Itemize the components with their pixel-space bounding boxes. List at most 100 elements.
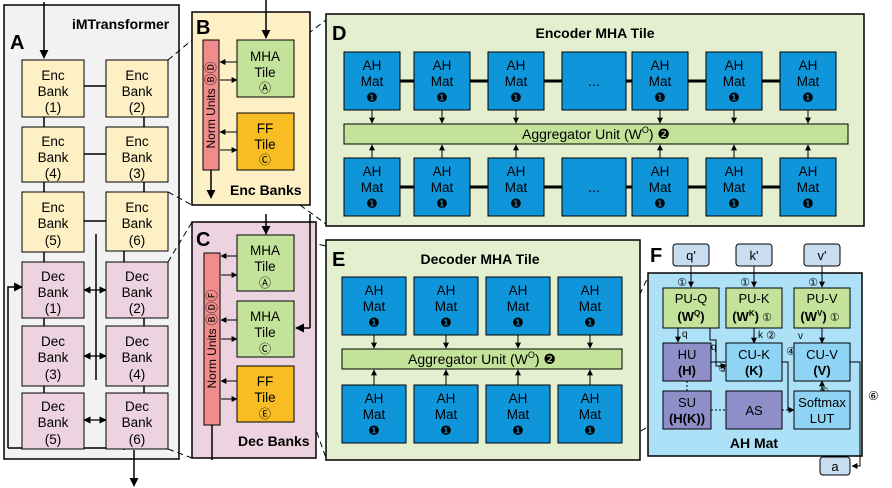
- svg-text:❶: ❶: [802, 196, 814, 211]
- svg-text:Dec: Dec: [41, 399, 65, 414]
- svg-text:(5): (5): [45, 432, 62, 447]
- svg-text:❶: ❶: [440, 423, 452, 438]
- svg-text:(3): (3): [129, 166, 146, 181]
- mha-tile-label: MHA: [250, 49, 280, 64]
- panel-e: E Decoder MHA Tile Aggregator Unit (WO) …: [325, 239, 641, 461]
- ff-tile-marker: Ⓔ: [259, 407, 271, 421]
- svg-text:Mat: Mat: [579, 299, 602, 314]
- marker-4: ④: [786, 346, 796, 358]
- svg-text:AH: AH: [437, 283, 456, 298]
- svg-text:❶: ❶: [510, 196, 522, 211]
- cu-k: [725, 342, 783, 382]
- mha-tile-marker: Ⓒ: [259, 342, 271, 356]
- svg-text:(3): (3): [45, 367, 62, 382]
- mha-tile: [236, 300, 295, 358]
- svg-text:Dec: Dec: [125, 269, 149, 284]
- hu-label: HU: [678, 347, 697, 362]
- mha-tile-marker: Ⓐ: [259, 81, 271, 95]
- wire-label-v: v: [798, 331, 803, 342]
- svg-text:Mat: Mat: [797, 74, 820, 89]
- svg-text:❶: ❶: [802, 90, 814, 105]
- pu-q-weight: (WQ): [677, 309, 704, 324]
- cu-k-label: (K): [745, 363, 763, 378]
- su-unit: [662, 390, 712, 430]
- svg-text:...: ...: [588, 73, 600, 89]
- svg-text:Dec: Dec: [41, 269, 65, 284]
- mha-tile-label: MHA: [250, 309, 280, 324]
- svg-text:Enc: Enc: [125, 134, 149, 149]
- svg-text:Mat: Mat: [505, 74, 528, 89]
- svg-text:AH: AH: [581, 391, 600, 406]
- cu-v: [793, 342, 851, 382]
- svg-text:Bank: Bank: [38, 350, 69, 365]
- svg-text:❶: ❶: [436, 196, 448, 211]
- dec-bank: Dec Bank (1): [21, 261, 85, 319]
- cu-v-label: CU-V: [806, 347, 838, 362]
- svg-text:❶: ❶: [654, 196, 666, 211]
- svg-text:AH: AH: [651, 58, 670, 73]
- svg-text:Mat: Mat: [797, 180, 820, 195]
- panel-c: C Norm UnitsⒷⒹⒻ MHA Tile Ⓐ MHA Tile Ⓒ FF…: [191, 214, 317, 460]
- mha-tile-marker: Ⓐ: [259, 276, 271, 290]
- svg-text:AH: AH: [507, 58, 526, 73]
- panel-f-letter: F: [650, 245, 662, 267]
- svg-text:❶: ❶: [440, 315, 452, 330]
- svg-text:AH: AH: [509, 391, 528, 406]
- panel-c-letter: C: [196, 229, 210, 251]
- svg-text:Dec: Dec: [125, 334, 149, 349]
- panel-a-title: iMTransformer: [72, 16, 170, 32]
- svg-text:(2): (2): [129, 100, 146, 115]
- ff-tile-marker: Ⓒ: [259, 153, 271, 167]
- svg-text:Dec: Dec: [125, 399, 149, 414]
- panel-d-letter: D: [332, 23, 346, 45]
- svg-text:Dec: Dec: [41, 334, 65, 349]
- hu-label: (H): [678, 363, 696, 378]
- svg-text:AH: AH: [799, 58, 818, 73]
- marker-1: ①: [740, 277, 750, 289]
- svg-text:❶: ❶: [654, 90, 666, 105]
- dec-bank: Dec Bank (2): [105, 261, 169, 319]
- input-q-label: q': [686, 248, 696, 263]
- svg-text:(4): (4): [45, 166, 62, 181]
- ff-tile: [236, 112, 295, 171]
- svg-text:❶: ❶: [728, 90, 740, 105]
- ah-mat-ellipsis: ...: [561, 157, 627, 217]
- svg-text:AH: AH: [725, 58, 744, 73]
- svg-text:AH: AH: [363, 58, 382, 73]
- marker-1: ①: [808, 277, 818, 289]
- svg-text:Enc: Enc: [41, 68, 65, 83]
- svg-text:(6): (6): [129, 233, 146, 248]
- panel-c-caption: Dec Banks: [238, 433, 310, 449]
- svg-text:AH: AH: [799, 164, 818, 179]
- svg-text:Bank: Bank: [38, 285, 69, 300]
- svg-text:Mat: Mat: [507, 407, 530, 422]
- svg-text:(6): (6): [129, 432, 146, 447]
- enc-bank: Enc Bank (1): [21, 59, 85, 118]
- svg-text:❶: ❶: [584, 423, 596, 438]
- dec-bank: Dec Bank (4): [105, 325, 169, 387]
- softmax-lut: [793, 390, 851, 430]
- output-a-label: a: [831, 459, 839, 474]
- svg-text:Mat: Mat: [505, 180, 528, 195]
- wire-output: [850, 361, 861, 469]
- pu-v-label: PU-V: [806, 291, 837, 306]
- svg-text:Mat: Mat: [723, 180, 746, 195]
- svg-text:❶: ❶: [366, 90, 378, 105]
- panel-d: D Encoder MHA Tile Aggregator Unit (WO) …: [325, 13, 865, 227]
- svg-text:Mat: Mat: [723, 74, 746, 89]
- ff-tile: [236, 365, 295, 423]
- aggregator-unit: [343, 123, 849, 145]
- dec-bank: Dec Bank (5): [21, 392, 85, 450]
- svg-text:(4): (4): [129, 367, 146, 382]
- softmax-label: LUT: [810, 411, 835, 426]
- panel-b-caption: Enc Banks: [230, 182, 302, 198]
- su-label: SU: [678, 395, 696, 410]
